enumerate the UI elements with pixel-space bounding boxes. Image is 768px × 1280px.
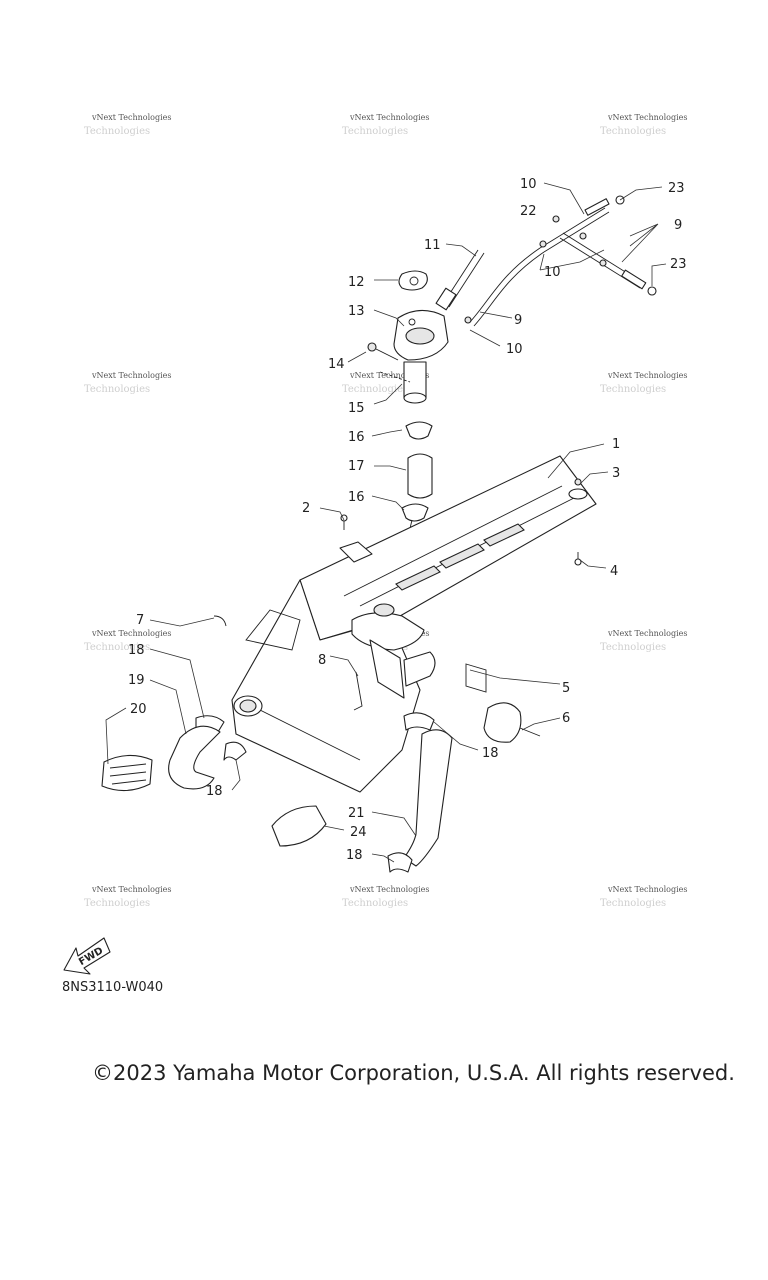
filler-assembly <box>367 270 449 404</box>
watermark: vNext Technologies <box>607 629 687 638</box>
copyright-notice: ©2023 Yamaha Motor Corporation, U.S.A. A… <box>92 1061 735 1085</box>
callout-1: 1 <box>612 437 620 452</box>
callout-16b: 16 <box>348 490 365 505</box>
callout-4: 4 <box>610 564 618 579</box>
svg-text:Technologies: Technologies <box>600 384 666 395</box>
svg-text:Technologies: Technologies <box>600 126 666 137</box>
parts-diagram: Technologies vNext Technologies Technolog… <box>63 113 687 975</box>
svg-text:Technologies: Technologies <box>342 384 408 395</box>
callout-7: 7 <box>136 613 144 628</box>
callout-19: 19 <box>128 673 145 688</box>
cover-plate <box>299 455 597 641</box>
watermark: vNext Technologies <box>607 885 687 894</box>
watermark: vNext Technologies <box>91 371 171 380</box>
callout-22: 22 <box>520 204 537 219</box>
callout-9: 9 <box>674 218 682 233</box>
callout-20: 20 <box>130 702 147 717</box>
watermark: vNext Technologies <box>91 113 171 122</box>
diagram-code: 8NS3110-W040 <box>62 980 164 995</box>
watermark-layer: Technologies vNext Technologies Technolog… <box>84 113 687 909</box>
callout-6: 6 <box>562 711 570 726</box>
callout-3: 3 <box>612 466 620 481</box>
watermark: vNext Technologies <box>349 371 429 380</box>
fwd-arrow-icon: FWD <box>63 937 111 975</box>
watermark: vNext Technologies <box>91 629 171 638</box>
svg-text:Technologies: Technologies <box>84 642 150 653</box>
callout-2: 2 <box>302 501 310 516</box>
callout-18b: 18 <box>482 746 499 761</box>
svg-text:Technologies: Technologies <box>342 126 408 137</box>
callout-11: 11 <box>424 238 441 253</box>
callout-23: 23 <box>668 181 685 196</box>
watermark: vNext Technologies <box>607 113 687 122</box>
callout-12: 12 <box>348 275 365 290</box>
watermark: vNext Technologies <box>91 885 171 894</box>
callout-13: 13 <box>348 304 365 319</box>
breather-hose-assembly <box>435 195 657 327</box>
callout-10b: 10 <box>544 265 561 280</box>
callout-21: 21 <box>348 806 365 821</box>
leader-lines <box>105 182 667 863</box>
hose-assembly-17 <box>393 421 433 597</box>
callout-10c: 10 <box>506 342 523 357</box>
watermark: vNext Technologies <box>349 885 429 894</box>
callout-8: 8 <box>318 653 326 668</box>
callout-9b: 9 <box>514 313 522 328</box>
callout-10: 10 <box>520 177 537 192</box>
main-housing <box>213 579 541 793</box>
callout-14: 14 <box>328 357 345 372</box>
callout-16: 16 <box>348 430 365 445</box>
callout-23b: 23 <box>670 257 687 272</box>
callout-24: 24 <box>350 825 367 840</box>
callout-15: 15 <box>348 401 365 416</box>
svg-text:Technologies: Technologies <box>600 898 666 909</box>
callout-17: 17 <box>348 459 365 474</box>
svg-text:Technologies: Technologies <box>600 642 666 653</box>
watermark: vNext Technologies <box>607 371 687 380</box>
callout-18c: 18 <box>206 784 223 799</box>
callout-18d: 18 <box>346 848 363 863</box>
svg-text:Technologies: Technologies <box>84 898 150 909</box>
svg-text:Technologies: Technologies <box>84 384 150 395</box>
lower-hoses <box>101 712 453 873</box>
watermark: vNext Technologies <box>349 113 429 122</box>
svg-text:Technologies: Technologies <box>342 898 408 909</box>
callout-18: 18 <box>128 643 145 658</box>
svg-text:Technologies: Technologies <box>84 126 150 137</box>
callout-5: 5 <box>562 681 570 696</box>
callout-labels: 1 2 3 4 5 6 7 8 9 9 10 10 10 11 12 13 14… <box>128 177 687 863</box>
